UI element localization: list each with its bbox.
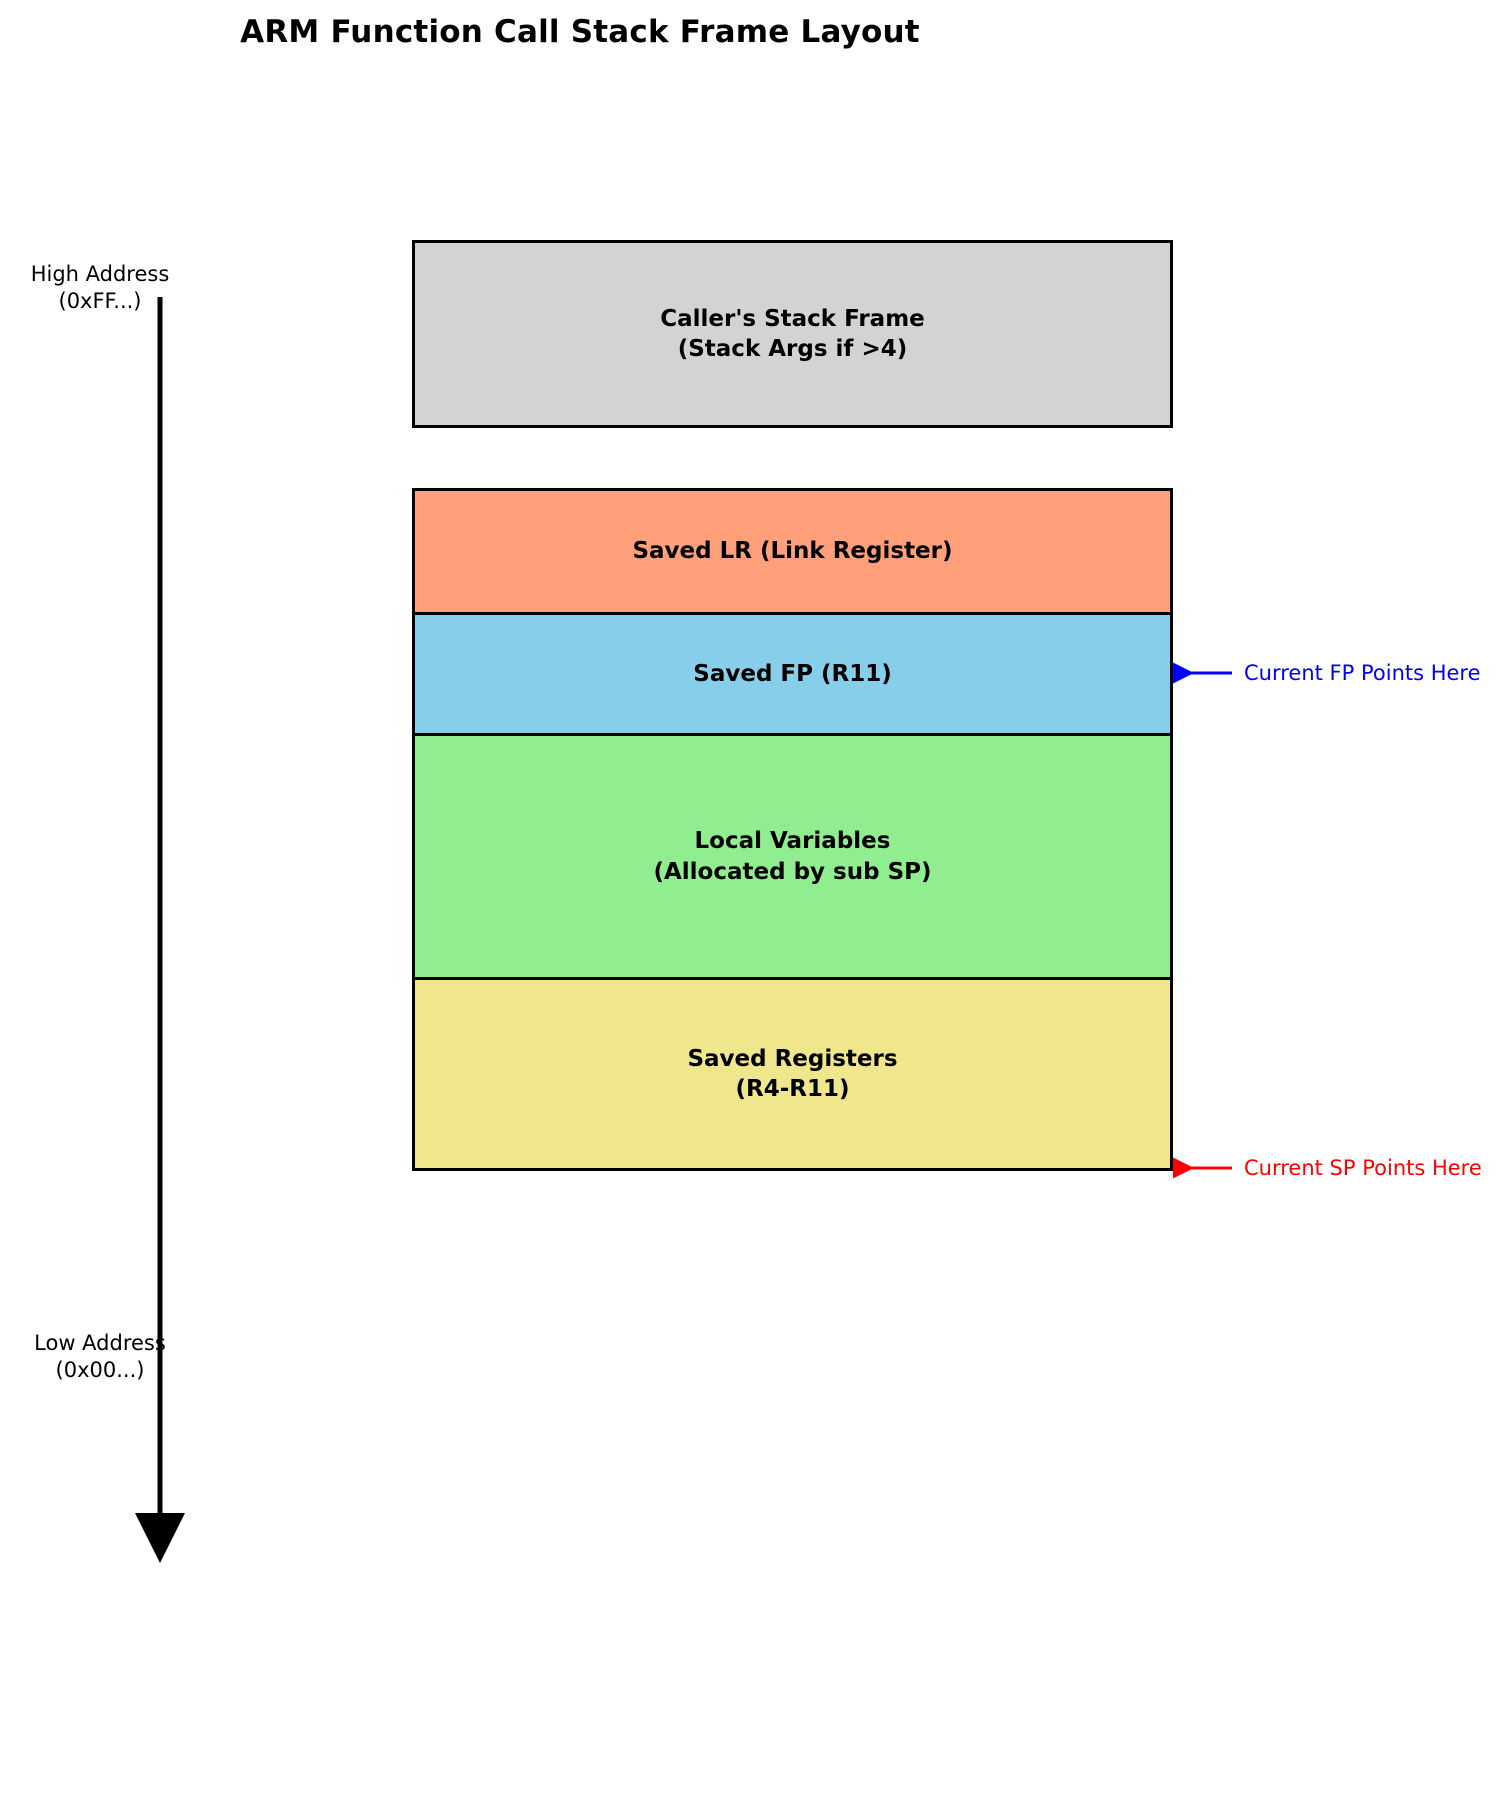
page-title: ARM Function Call Stack Frame Layout (240, 14, 920, 50)
stack-block-label: Saved FP (R11) (693, 660, 892, 687)
low-address-label: Low Address (0x00...) (34, 1331, 166, 1382)
stack-block-label: Saved LR (Link Register) (632, 538, 953, 565)
stack-block-label: Caller's Stack Frame (Stack Args if >4) (660, 305, 925, 362)
stack-block-local-variables[interactable]: Local Variables (Allocated by sub SP) (412, 733, 1173, 980)
stack-block-saved-fp[interactable]: Saved FP (R11) (412, 612, 1173, 736)
stack-block-callers-stack-frame[interactable]: Caller's Stack Frame (Stack Args if >4) (412, 240, 1173, 428)
sp-pointer-label: Current SP Points Here (1244, 1156, 1482, 1180)
high-address-label: High Address (0xFF...) (30, 262, 170, 313)
stack-block-label: Local Variables (Allocated by sub SP) (653, 828, 932, 885)
stack-block-label: Saved Registers (R4-R11) (687, 1045, 898, 1102)
stack-block-saved-registers[interactable]: Saved Registers (R4-R11) (412, 977, 1173, 1171)
stack-block-saved-lr[interactable]: Saved LR (Link Register) (412, 488, 1173, 615)
fp-pointer-label: Current FP Points Here (1244, 661, 1481, 685)
